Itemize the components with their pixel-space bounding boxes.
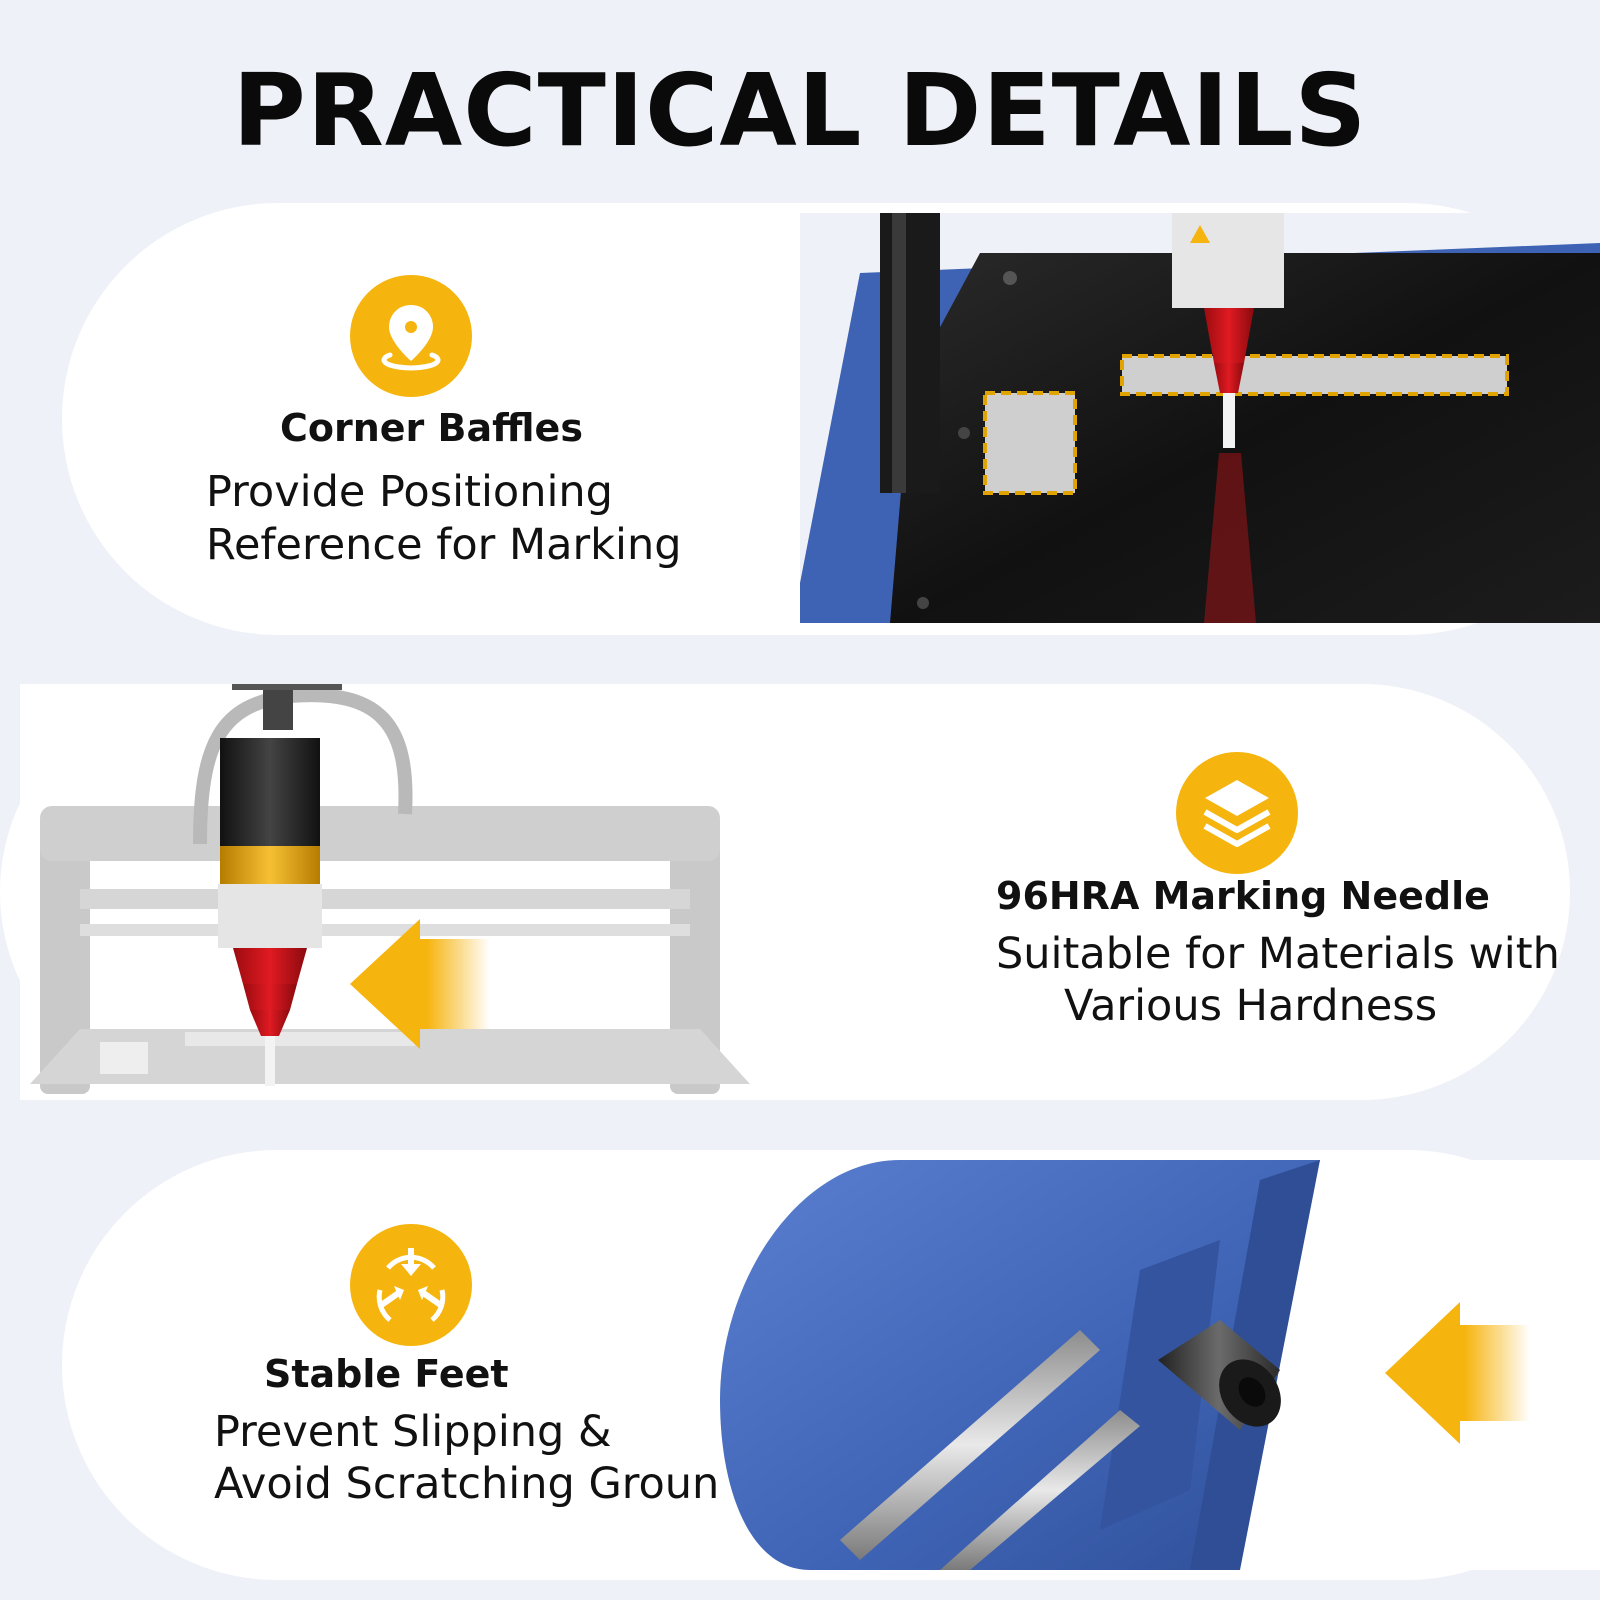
marking-needle-photo [20, 684, 900, 1100]
feature-desc-line: Prevent Slipping & [214, 1407, 612, 1457]
feature-title: Stable Feet [264, 1352, 509, 1396]
corner-baffles-photo [800, 213, 1600, 623]
feature-title: Corner Baffles [280, 406, 583, 450]
stable-feet-photo [720, 1160, 1600, 1570]
feature-desc-line: Suitable for Materials with [996, 929, 1560, 979]
feature-title: 96HRA Marking Needle [996, 874, 1490, 918]
feature-desc-line: Various Hardness [1064, 981, 1438, 1031]
page-title: PRACTICAL DETAILS [232, 52, 1368, 169]
location-pin-icon [350, 275, 472, 397]
stability-arrows-icon [350, 1224, 472, 1346]
feature-desc-line: Avoid Scratching Ground [214, 1459, 747, 1509]
feature-desc-line: Reference for Marking [206, 520, 682, 570]
feature-desc-line: Provide Positioning [206, 467, 613, 517]
layers-icon [1176, 752, 1298, 874]
